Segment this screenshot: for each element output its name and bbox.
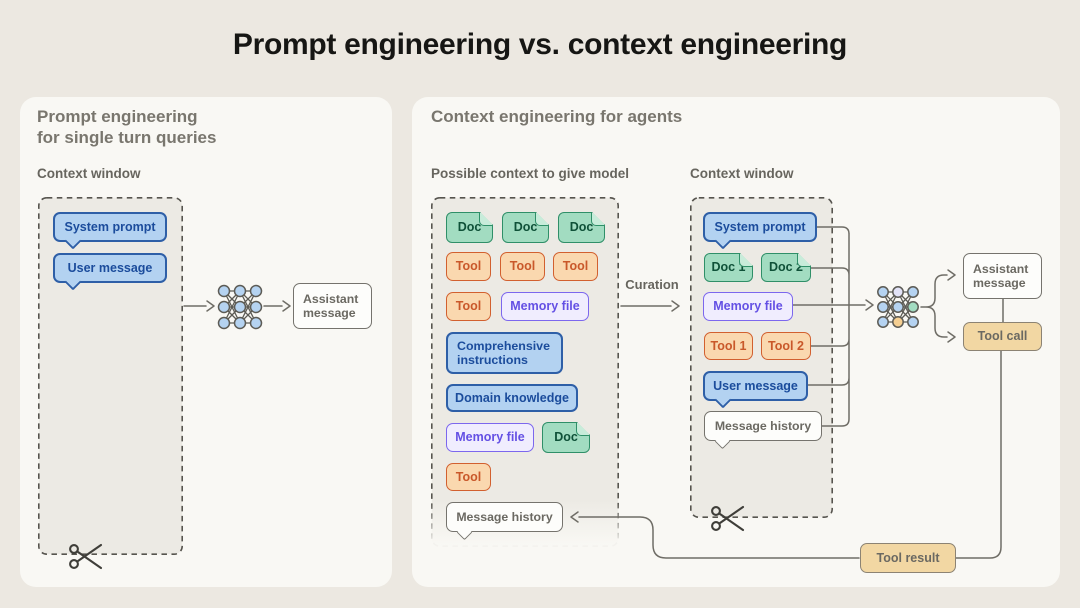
message-history-card: Message history <box>446 502 563 532</box>
system-prompt-card: System prompt <box>703 212 817 242</box>
left-panel-heading: Prompt engineering for single turn queri… <box>37 107 217 147</box>
tool-card: Tool <box>446 463 491 491</box>
user-message-card: User message <box>703 371 808 401</box>
comprehensive-instructions-card: Comprehensive instructions <box>446 332 563 374</box>
tool-card: Tool <box>553 252 598 281</box>
agent-context-window-label: Context window <box>690 166 794 181</box>
right-panel-heading: Context engineering for agents <box>431 107 683 126</box>
curation-label: Curation <box>625 277 679 292</box>
tool-call-card: Tool call <box>963 322 1042 351</box>
assistant-message-card: Assistant message <box>293 283 372 329</box>
memory-file-card: Memory file <box>703 292 793 321</box>
domain-knowledge-card: Domain knowledge <box>446 384 578 412</box>
possible-context-label: Possible context to give model <box>431 166 630 181</box>
system-prompt-card: System prompt <box>53 212 167 242</box>
memory-file-card: Memory file <box>446 423 534 452</box>
tool-card: Tool <box>446 292 491 321</box>
page-title: Prompt engineering vs. context engineeri… <box>232 28 848 61</box>
message-history-card: Message history <box>704 411 822 441</box>
tool-card: Tool 2 <box>761 332 811 360</box>
left-context-window-label: Context window <box>37 166 141 181</box>
tool-card: Tool <box>446 252 491 281</box>
tool-result-card: Tool result <box>860 543 956 573</box>
tool-card: Tool <box>500 252 545 281</box>
memory-file-card: Memory file <box>501 292 589 321</box>
user-message-card: User message <box>53 253 167 283</box>
assistant-message-card: Assistant message <box>963 253 1042 299</box>
tool-card: Tool 1 <box>704 332 753 360</box>
